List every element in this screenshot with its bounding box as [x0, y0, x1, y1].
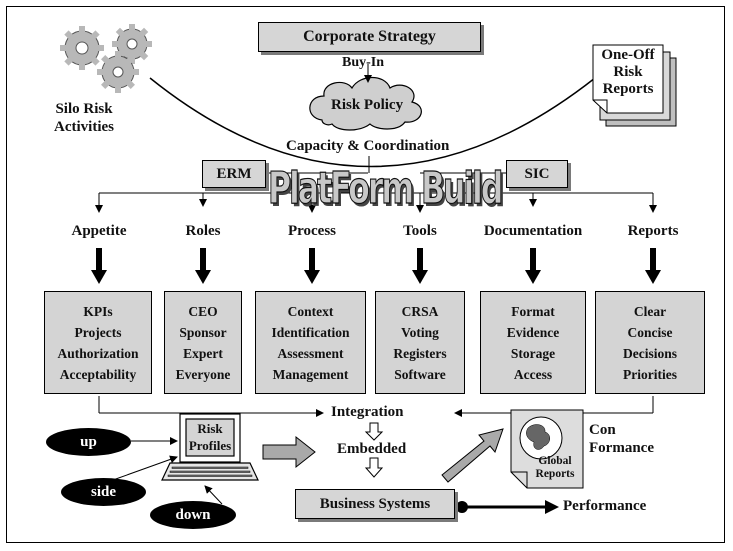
list-item: Authorization	[57, 345, 139, 361]
list-item: Voting	[401, 324, 439, 340]
buy-in-label: Buy-In	[342, 55, 385, 70]
conformance-label: Con Formance	[589, 421, 654, 457]
list-item: Sponsor	[179, 324, 227, 340]
list-item: Projects	[74, 324, 122, 340]
list-item: Software	[394, 366, 446, 382]
risk-policy-label: Risk Policy	[331, 97, 404, 113]
list-item: CRSA	[401, 303, 439, 319]
heading-tools: Tools	[403, 223, 437, 239]
list-item: Priorities	[623, 366, 677, 382]
performance-label: Performance	[563, 498, 647, 514]
list-item: Everyone	[175, 366, 231, 382]
one-off-reports-label: One-Off Risk Reports	[594, 47, 662, 98]
list-item: Evidence	[506, 324, 560, 340]
heading-process: Process	[287, 223, 337, 239]
list-item: Storage	[510, 345, 556, 361]
up-oval: up	[46, 428, 131, 456]
capacity-coordination-label: Capacity & Coordination	[286, 138, 450, 154]
platform-build-title: PlatForm Build	[268, 162, 504, 214]
process-box: Context Identification Assessment Manage…	[255, 291, 366, 394]
corporate-strategy-box: Corporate Strategy	[258, 22, 481, 52]
list-item: Format	[511, 303, 555, 319]
risk-profiles-line1: Risk	[197, 421, 223, 436]
list-item: Concise	[627, 324, 673, 340]
heading-reports: Reports	[627, 223, 679, 239]
heading-appetite: Appetite	[71, 223, 127, 239]
list-item: CEO	[188, 303, 218, 319]
embedded-label: Embedded	[337, 441, 407, 457]
formance-line: Formance	[589, 440, 654, 456]
one-off-line1: One-Off	[601, 47, 655, 63]
tools-box: CRSA Voting Registers Software	[375, 291, 465, 394]
side-oval: side	[61, 478, 146, 506]
roles-box: CEO Sponsor Expert Everyone	[164, 291, 242, 394]
business-systems-box: Business Systems	[295, 489, 455, 519]
global-reports-label: Global Reports	[528, 455, 582, 481]
list-item: Management	[272, 366, 349, 382]
laptop-icon	[161, 413, 259, 481]
risk-profiles-label: Risk Profiles	[186, 420, 234, 454]
silo-risk-line2: Activities	[54, 119, 114, 135]
heading-documentation: Documentation	[483, 223, 583, 239]
embedded-arrows	[364, 422, 384, 478]
grey-arrows	[262, 428, 504, 483]
list-item: Access	[513, 366, 553, 382]
documentation-box: Format Evidence Storage Access	[480, 291, 586, 394]
list-item: Decisions	[623, 345, 677, 361]
con-line: Con	[589, 422, 616, 438]
risk-profiles-line2: Profiles	[188, 438, 232, 453]
reports-box: Clear Concise Decisions Priorities	[595, 291, 705, 394]
global-reports-icon	[510, 409, 584, 489]
report-stack-icon	[592, 44, 677, 127]
oval-connectors	[112, 437, 223, 505]
list-item: Identification	[271, 324, 350, 340]
list-item: Assessment	[277, 345, 344, 361]
cloud-icon	[309, 76, 422, 131]
list-item: Context	[287, 303, 334, 319]
silo-risk-label: Silo Risk Activities	[46, 100, 122, 136]
appetite-box: KPIs Projects Authorization Acceptabilit…	[44, 291, 152, 394]
down-oval: down	[150, 501, 236, 529]
gears-icon	[60, 24, 152, 93]
one-off-line2: Risk	[613, 64, 643, 80]
coordination-curve	[149, 77, 596, 168]
list-item: Acceptability	[59, 366, 137, 382]
list-item: KPIs	[83, 303, 113, 319]
global-reports-line1: Global	[538, 455, 572, 467]
erm-box: ERM	[202, 160, 266, 188]
down-arrows	[91, 248, 661, 284]
one-off-line3: Reports	[602, 81, 654, 97]
integration-label: Integration	[331, 404, 404, 420]
heading-roles: Roles	[185, 223, 221, 239]
list-item: Clear	[633, 303, 667, 319]
silo-risk-line1: Silo Risk	[55, 101, 113, 117]
list-item: Registers	[393, 345, 447, 361]
global-reports-line2: Reports	[535, 468, 575, 480]
list-item: Expert	[183, 345, 223, 361]
sic-box: SIC	[506, 160, 568, 188]
